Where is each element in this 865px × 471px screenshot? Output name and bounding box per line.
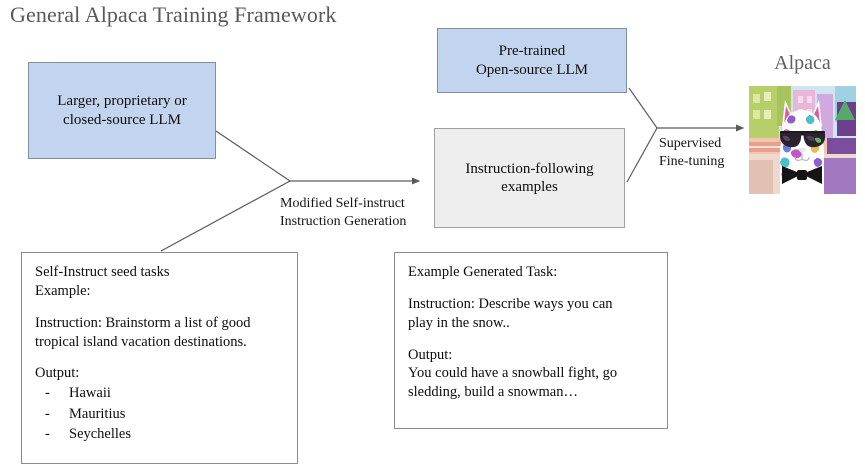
seed-tasks-heading: Self-Instruct seed tasks Example: xyxy=(35,264,170,299)
list-item-label: Seychelles xyxy=(69,426,132,443)
list-item: - Mauritius xyxy=(35,404,284,425)
generated-task-output-label: Output: xyxy=(408,346,453,363)
node-pretrained-llm[interactable]: Pre-trained Open-source LLM xyxy=(437,28,627,93)
edge-instruction-examples-to-merge xyxy=(626,127,658,183)
bullet-marker: - xyxy=(45,405,50,422)
list-item-label: Mauritius xyxy=(69,405,126,422)
generated-task-output-text: You could have a snowball fight, go sled… xyxy=(408,365,618,401)
spacer xyxy=(408,333,654,346)
node-proprietary-llm-label: Larger, proprietary or closed-source LLM xyxy=(57,93,187,128)
node-pretrained-llm-label: Pre-trained Open-source LLM xyxy=(475,43,589,78)
edge-proprietary-to-junction xyxy=(215,130,291,182)
seed-tasks-instruction: Instruction: Brainstorm a list of good t… xyxy=(35,314,251,350)
seed-tasks-output-list: - Hawaii - Mauritius - Seychelles xyxy=(35,383,284,445)
panel-seed-tasks: Self-Instruct seed tasks Example: Instru… xyxy=(21,252,298,464)
list-item: - Seychelles xyxy=(35,424,284,445)
node-proprietary-llm[interactable]: Larger, proprietary or closed-source LLM xyxy=(28,62,216,159)
page-title: General Alpaca Training Framework xyxy=(10,2,337,27)
list-item: - Hawaii xyxy=(35,383,284,404)
node-instruction-examples-label: Instruction-following examples xyxy=(465,160,594,195)
list-item-label: Hawaii xyxy=(69,385,111,402)
bullet-marker: - xyxy=(45,426,50,443)
edge-label-supervised-fine-tuning: Supervised Fine-tuning xyxy=(659,136,725,169)
edge-seedtasks-to-junction xyxy=(160,180,291,252)
node-instruction-examples[interactable]: Instruction-following examples xyxy=(434,128,625,228)
edge-pretrained-to-merge xyxy=(628,87,658,129)
seed-tasks-output-label: Output: xyxy=(35,365,80,382)
panel-generated-task: Example Generated Task: Instruction: Des… xyxy=(394,252,668,429)
edge-label-modified-self-instruct: Modified Self-instruct Instruction Gener… xyxy=(280,196,407,229)
bullet-marker: - xyxy=(45,385,50,402)
alpaca-avatar-image xyxy=(749,86,856,194)
spacer xyxy=(408,282,654,295)
generated-task-instruction: Instruction: Describe ways you can play … xyxy=(408,295,613,331)
spacer xyxy=(35,301,284,314)
alpaca-caption: Alpaca xyxy=(774,52,831,74)
spacer xyxy=(35,351,284,364)
generated-task-heading: Example Generated Task: xyxy=(408,264,558,280)
